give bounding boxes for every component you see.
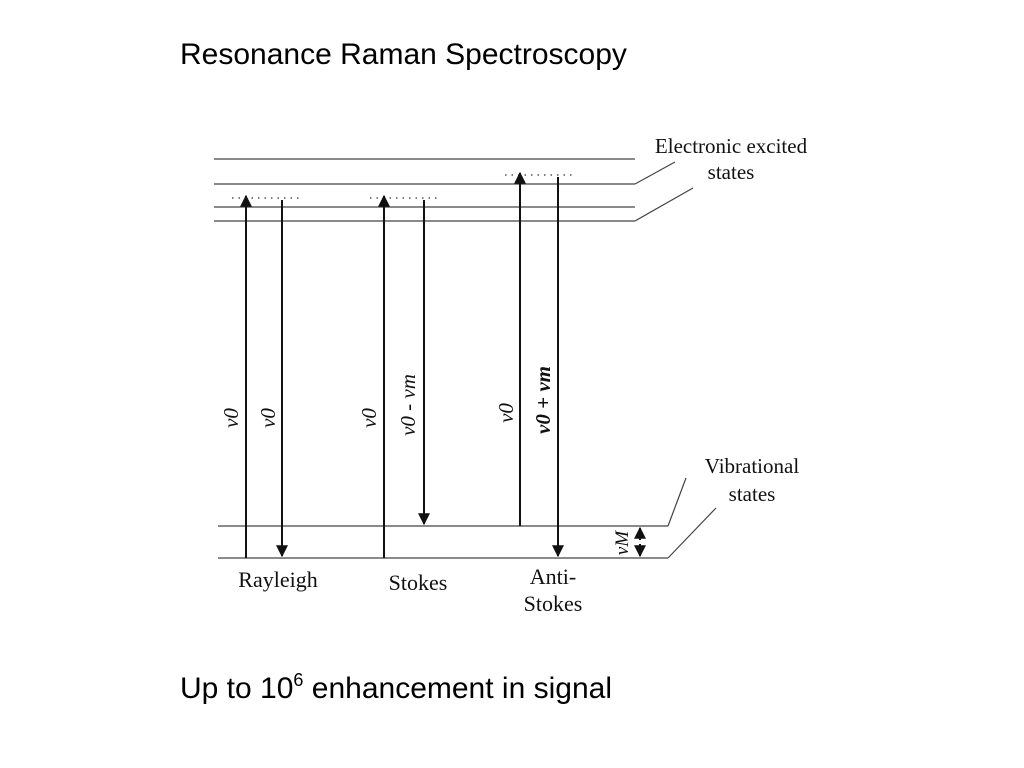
vibrational-leader-2 <box>667 507 717 559</box>
anti-stokes-label-line1: Anti- <box>530 564 576 589</box>
excited-states-label-line1: Electronic excited <box>655 134 808 158</box>
enhancement-exponent: 6 <box>293 670 304 690</box>
vibrational-state-lines <box>218 477 717 559</box>
anti-stokes-nu0-label: ν0 <box>494 403 518 423</box>
excited-states-label-line2: states <box>708 160 755 184</box>
rayleigh-nu0-in-label: ν0 <box>219 408 243 428</box>
stokes-label: Stokes <box>389 570 448 595</box>
slide-title: Resonance Raman Spectroscopy <box>180 38 627 71</box>
vibrational-states-label-line2: states <box>729 482 776 506</box>
rayleigh-nu0-out-label: ν0 <box>256 408 280 428</box>
anti-stokes-label-line2: Stokes <box>524 591 583 616</box>
excited-leader-1 <box>634 161 676 185</box>
virtual-levels <box>232 174 572 199</box>
transition-arrows <box>240 171 646 558</box>
stokes-nu0-minus-num-label: ν0 - νm <box>396 374 420 436</box>
anti-stokes-nu0-plus-num-label: ν0 + νm <box>531 366 555 434</box>
enhancement-note: Up to 106 enhancement in signal <box>180 670 612 706</box>
enhancement-note-suffix: enhancement in signal <box>303 672 612 705</box>
excited-state-lines <box>214 158 694 222</box>
vibrational-states-label-line1: Vibrational <box>705 454 800 478</box>
stokes-nu0-label: ν0 <box>357 408 381 428</box>
enhancement-note-prefix: Up to 10 <box>180 672 294 705</box>
vibrational-leader-1 <box>667 477 687 527</box>
rayleigh-label: Rayleigh <box>238 567 317 592</box>
excited-leader-2 <box>634 187 694 222</box>
vibrational-gap-numM-label: νM <box>612 530 633 555</box>
